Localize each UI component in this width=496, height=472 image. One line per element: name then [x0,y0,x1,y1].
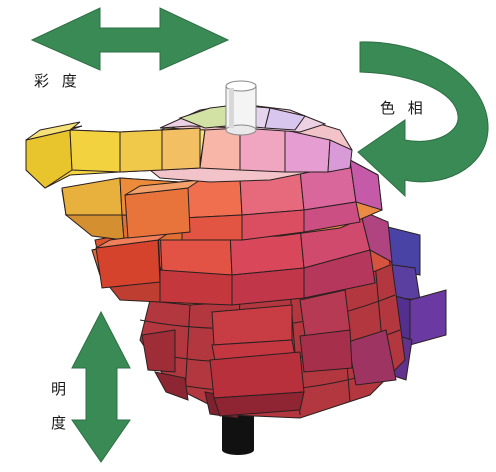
curved-arrow-icon [357,41,489,198]
red-magenta-body [139,249,406,419]
value-label-line2: 度 [51,414,67,432]
yellow-high-chroma-wing [25,121,201,189]
double-arrow-horizontal-icon [30,7,230,71]
value-label-line1: 明 [51,380,67,398]
top-value-layer [139,103,353,183]
front-red-blocks [95,179,201,289]
double-arrow-vertical-icon [71,310,131,463]
value-axis-top [225,80,257,136]
hue-label: 色 相 [380,99,423,117]
chroma-label: 彩 度 [34,72,77,90]
